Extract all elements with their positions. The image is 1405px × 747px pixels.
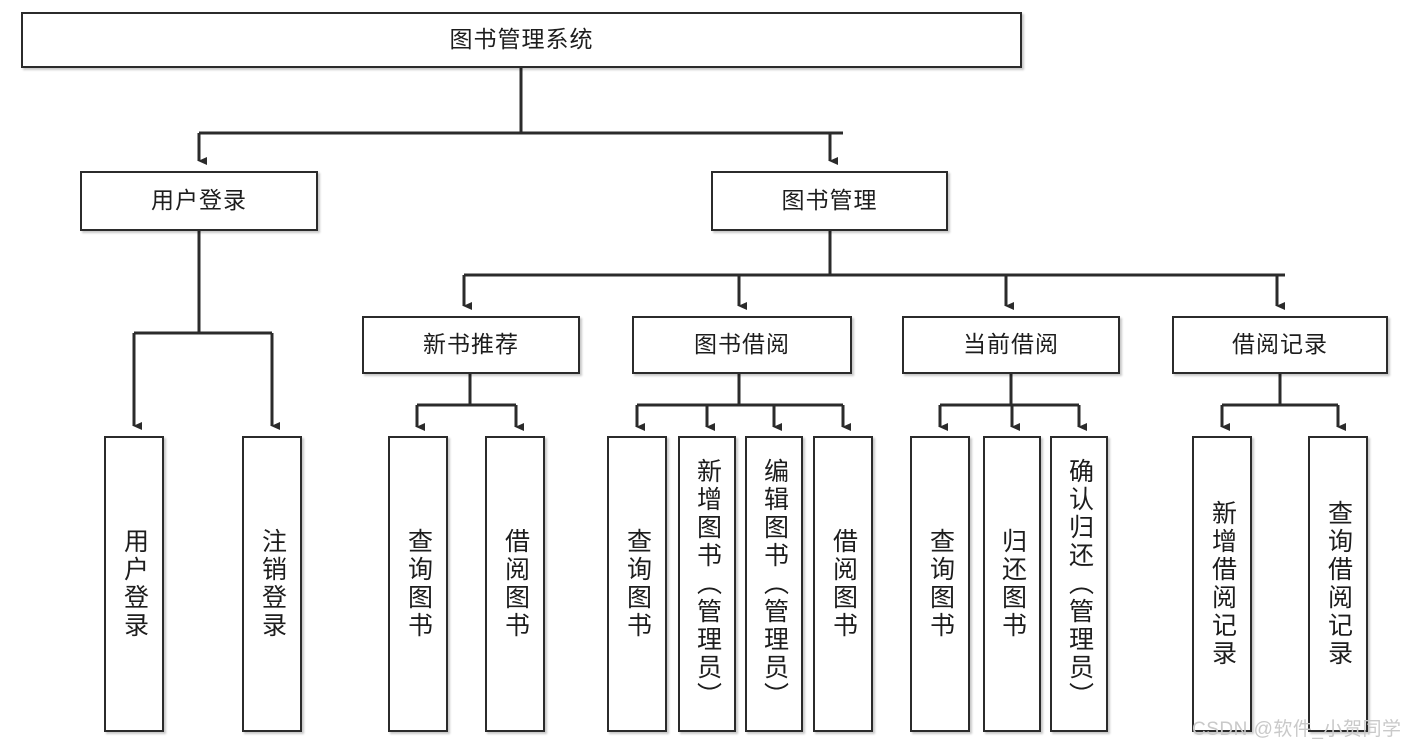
node-new-book-recommend[interactable]: 新书推荐 [362, 316, 580, 374]
node-book-borrow[interactable]: 图书借阅 [632, 316, 852, 374]
node-leaf-borrow-book-2-label: 借阅图书 [829, 528, 858, 640]
node-user-login-label: 用户登录 [151, 187, 247, 214]
node-current-borrow[interactable]: 当前借阅 [902, 316, 1120, 374]
node-leaf-edit-book-label: 编辑图书（管理员） [760, 458, 789, 710]
node-leaf-user-login[interactable]: 用户登录 [104, 436, 164, 732]
node-leaf-user-logout[interactable]: 注销登录 [242, 436, 302, 732]
node-root-label: 图书管理系统 [449, 26, 594, 53]
node-leaf-query-record-label: 查询借阅记录 [1324, 500, 1353, 668]
node-leaf-add-record-label: 新增借阅记录 [1208, 500, 1237, 668]
node-book-manage-label: 图书管理 [781, 187, 878, 214]
node-leaf-user-login-label: 用户登录 [120, 528, 149, 640]
node-leaf-confirm-return[interactable]: 确认归还（管理员） [1050, 436, 1108, 732]
csdn-watermark: CSDN @软件_小贺同学 [1192, 719, 1402, 740]
node-leaf-query-book-2-label: 查询图书 [623, 528, 652, 640]
node-borrow-record[interactable]: 借阅记录 [1172, 316, 1388, 374]
node-leaf-query-book-2[interactable]: 查询图书 [607, 436, 667, 732]
node-book-borrow-label: 图书借阅 [694, 331, 790, 358]
node-leaf-borrow-book-2[interactable]: 借阅图书 [813, 436, 873, 732]
node-leaf-user-logout-label: 注销登录 [258, 528, 287, 640]
node-leaf-return-book-label: 归还图书 [998, 528, 1027, 640]
node-current-borrow-label: 当前借阅 [963, 331, 1059, 358]
node-leaf-confirm-return-label: 确认归还（管理员） [1065, 458, 1094, 710]
node-leaf-query-book-3-label: 查询图书 [926, 528, 955, 640]
node-leaf-query-book-1-label: 查询图书 [404, 528, 433, 640]
node-leaf-add-book-label: 新增图书（管理员） [693, 458, 722, 710]
node-leaf-query-book-1[interactable]: 查询图书 [388, 436, 448, 732]
node-leaf-query-book-3[interactable]: 查询图书 [910, 436, 970, 732]
node-leaf-add-book[interactable]: 新增图书（管理员） [678, 436, 736, 732]
node-leaf-return-book[interactable]: 归还图书 [983, 436, 1041, 732]
node-new-book-recommend-label: 新书推荐 [423, 331, 519, 358]
node-leaf-add-record[interactable]: 新增借阅记录 [1192, 436, 1252, 732]
node-leaf-borrow-book-1-label: 借阅图书 [501, 528, 530, 640]
node-user-login[interactable]: 用户登录 [80, 171, 318, 231]
node-leaf-edit-book[interactable]: 编辑图书（管理员） [745, 436, 803, 732]
node-root[interactable]: 图书管理系统 [21, 12, 1022, 68]
node-borrow-record-label: 借阅记录 [1232, 331, 1328, 358]
node-book-manage[interactable]: 图书管理 [711, 171, 948, 231]
node-leaf-query-record[interactable]: 查询借阅记录 [1308, 436, 1368, 732]
node-leaf-borrow-book-1[interactable]: 借阅图书 [485, 436, 545, 732]
